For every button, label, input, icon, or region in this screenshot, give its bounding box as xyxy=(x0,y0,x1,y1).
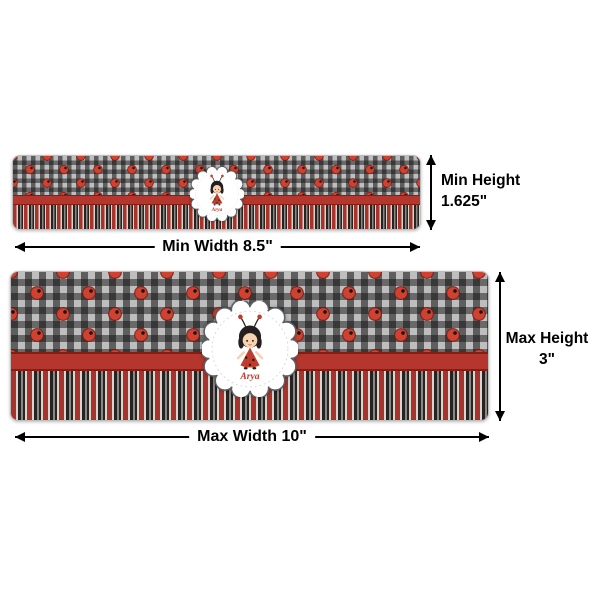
badge-name: Arya xyxy=(210,207,222,213)
max-height-arrow-icon xyxy=(495,272,505,421)
scalloped-name-badge: Arya xyxy=(201,300,298,397)
max-size-preview: Arya xyxy=(10,271,489,421)
min-height-label: Min Height 1.625" xyxy=(441,170,520,212)
max-height-text-line2: 3" xyxy=(539,351,555,368)
min-height-arrow-icon xyxy=(426,155,436,230)
min-width-label: Min Width 8.5" xyxy=(154,238,281,256)
scalloped-name-badge: Arya xyxy=(189,166,244,221)
max-width-label: Max Width 10" xyxy=(189,428,315,446)
ladybug-girl-illustration xyxy=(209,174,224,206)
badge-name: Arya xyxy=(239,371,259,382)
max-width-dimension: Max Width 10" xyxy=(15,428,489,446)
max-height-label: Max Height 3" xyxy=(503,328,591,370)
min-size-preview: Arya xyxy=(12,155,421,230)
min-height-text-line2: 1.625" xyxy=(441,193,488,210)
max-height-text-line1: Max Height xyxy=(505,330,589,347)
ladybug-girl-illustration xyxy=(236,314,263,370)
min-height-text-line1: Min Height xyxy=(441,172,521,189)
min-width-dimension: Min Width 8.5" xyxy=(15,238,420,256)
